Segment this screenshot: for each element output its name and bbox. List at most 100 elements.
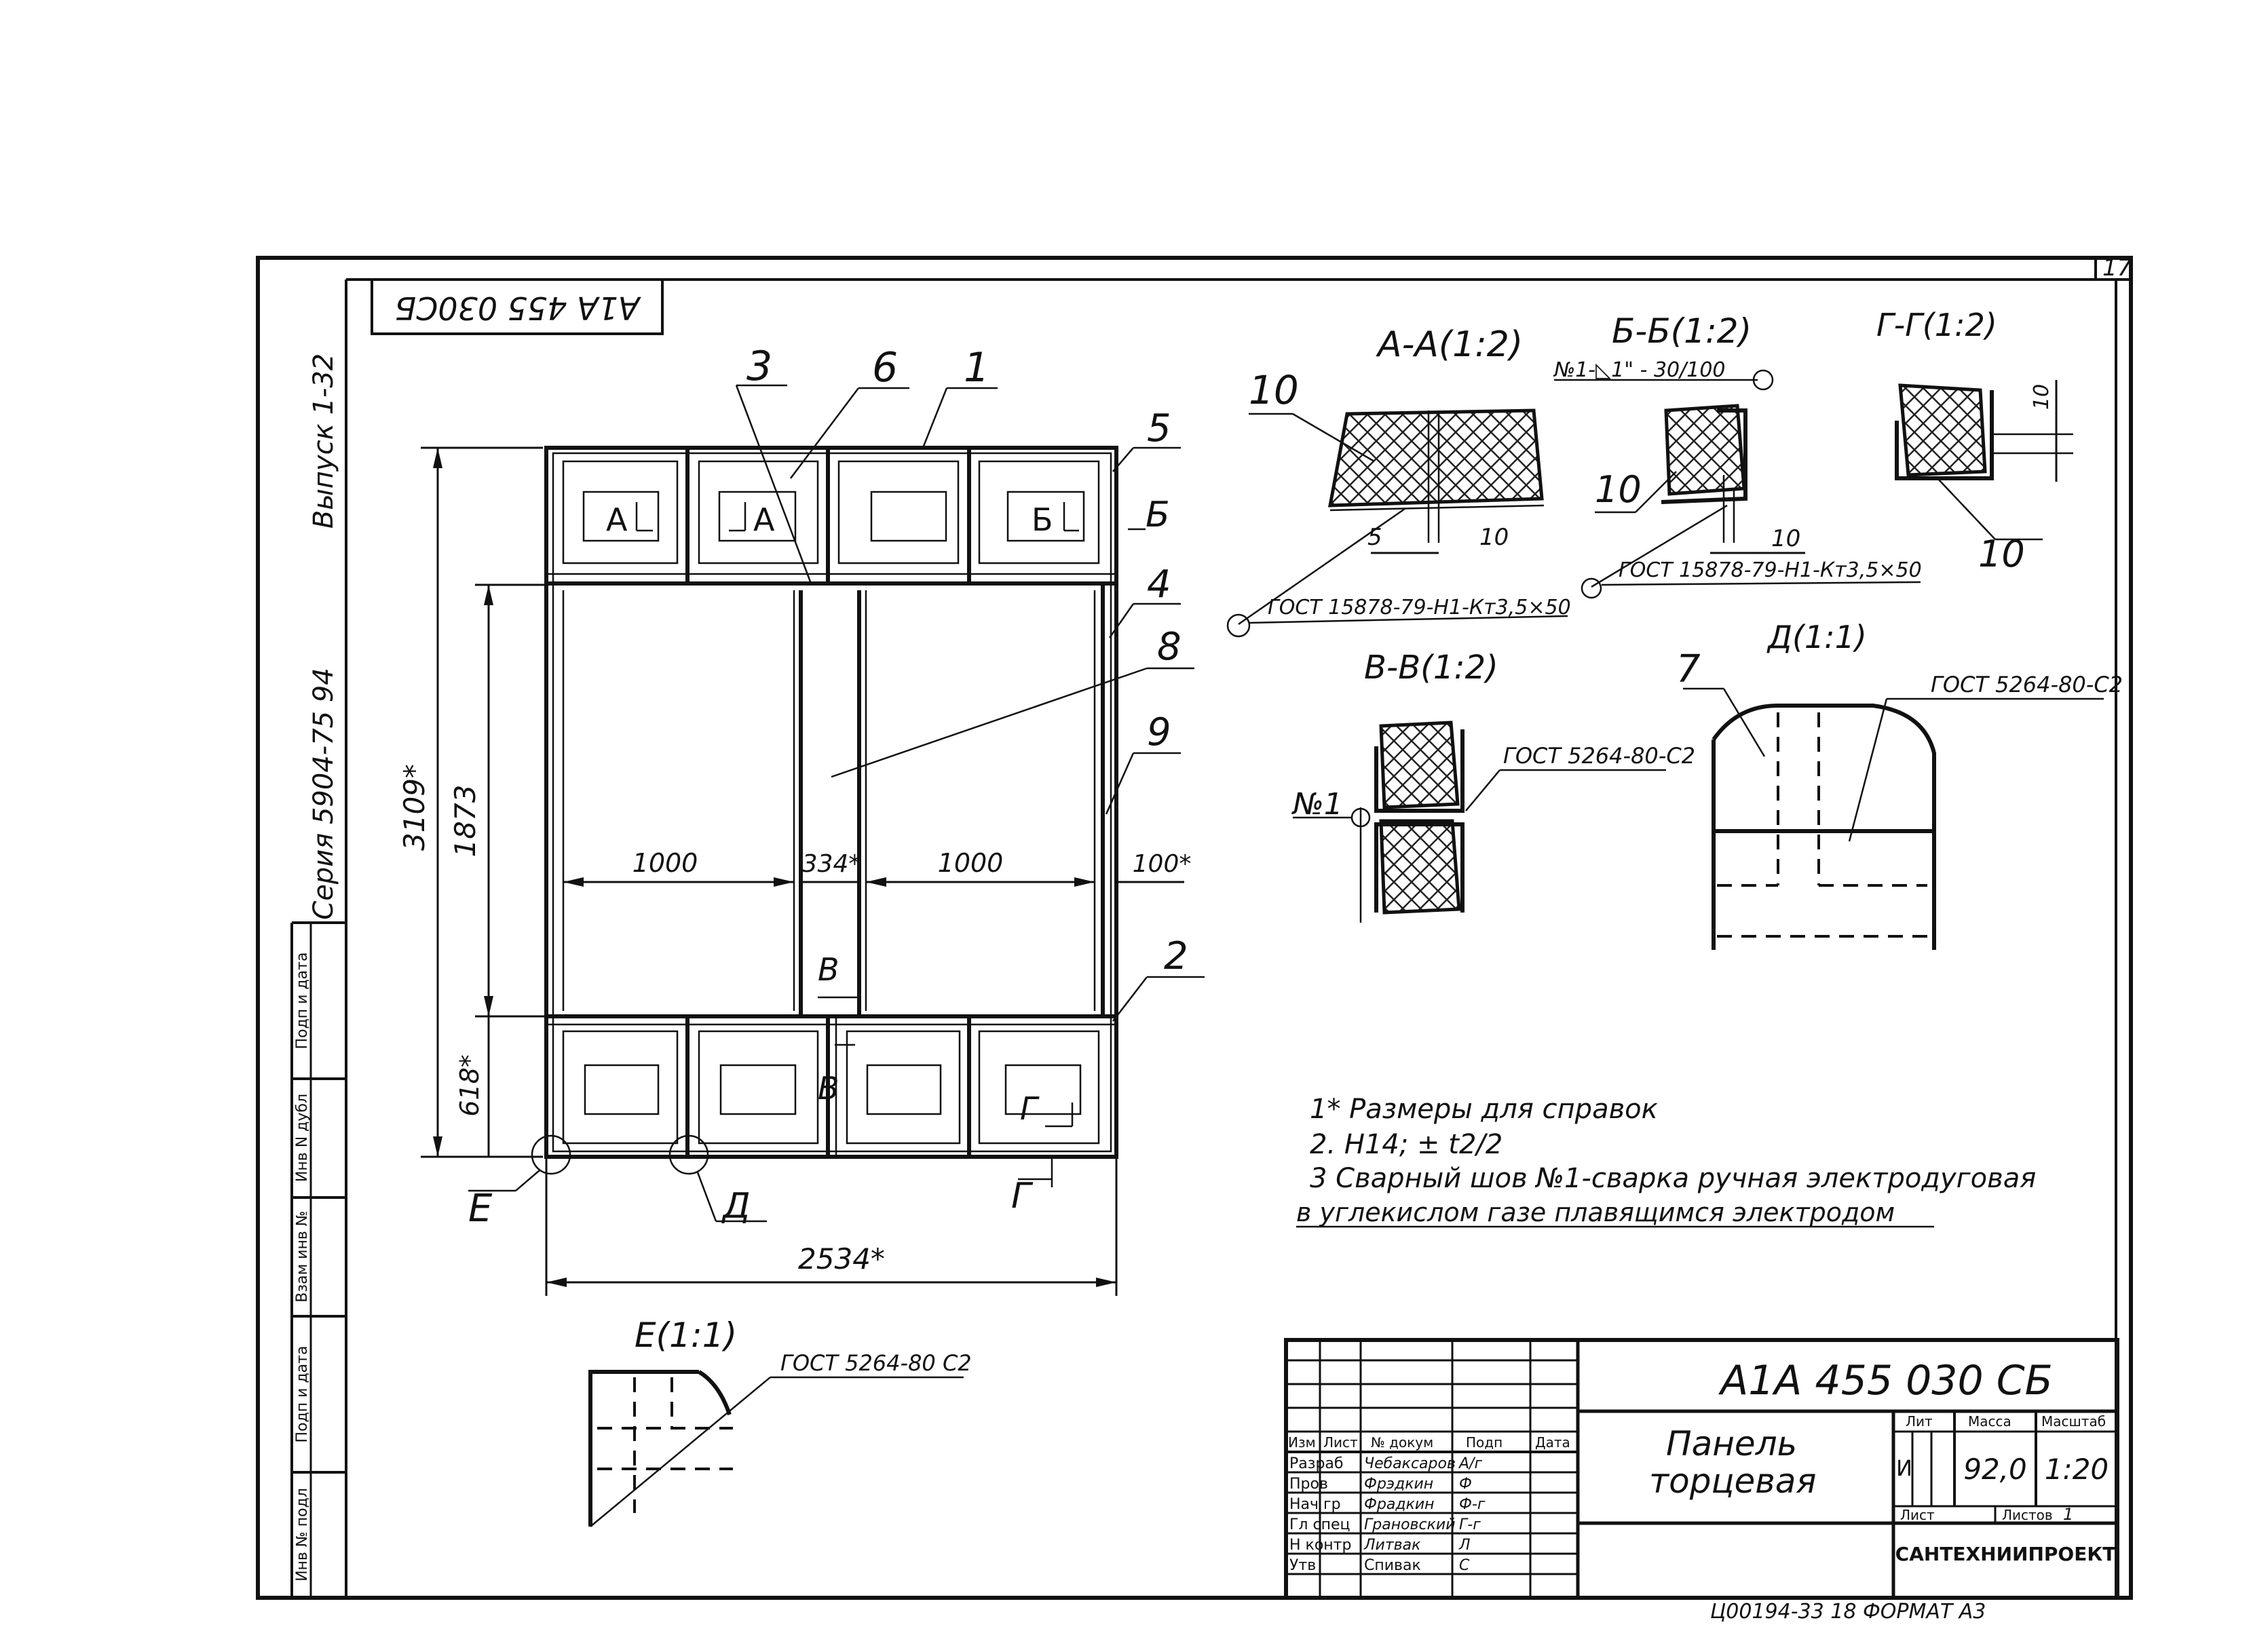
side-field-2: Подп и дата [294,1346,311,1443]
section-gg: Г-Г(1:2) 10 10 [1876,307,2073,575]
section-bb-item: 10 [1595,468,1642,511]
leader-1: 1 [964,344,989,391]
item-leaders: 3 6 1 5 4 8 9 2 [735,343,1205,1022]
tb-name-line1: Панель [1666,1424,1797,1463]
tb-sign-6: С [1459,1557,1470,1574]
section-aa-item: 10 [1249,367,1299,413]
tb-sign-5: Л [1458,1537,1471,1554]
tb-col-izm: Изм [1288,1434,1316,1451]
dim-height-total: 3109* [398,764,431,851]
rotated-code: А1А 455 030СБ [395,290,642,326]
rotated-code-box: А1А 455 030СБ [371,278,664,335]
tb-sign-2: Ф [1459,1476,1472,1493]
leader-4: 4 [1147,562,1171,607]
tb-role-6: Утв [1289,1557,1316,1574]
section-aa-note: ГОСТ 15878-79-Н1-Кт3,5×50 [1268,596,1571,619]
mark-d: Д [721,1186,751,1227]
tb-role-1: Разраб [1289,1455,1343,1472]
tb-lit-label: Лит [1906,1413,1933,1430]
detail-d-title: Д(1:1) [1766,619,1867,655]
mark-a-left: А [606,501,628,538]
leader-5: 5 [1147,406,1171,451]
section-vv: В-В(1:2) №1 ГОСТ 5264-80-С2 [1291,649,1695,923]
main-dimensions: 3109* 1873 618* 1000 334* 1000 100* 2534… [398,446,1192,1296]
tb-name-3: Фрадкин [1364,1496,1435,1513]
dim-width-left: 1000 [632,848,698,878]
dim-width-total: 2534* [798,1242,885,1276]
tb-col-doc: № докум [1371,1434,1433,1451]
section-bb-title: Б-Б(1:2) [1612,311,1752,351]
section-gg-item: 10 [1978,533,2025,575]
section-aa-dim1: 5 [1367,524,1382,551]
tb-sign-3: Ф-г [1459,1496,1486,1513]
dim-height-mid: 1873 [449,785,482,858]
section-bb-dim: 10 [1771,525,1800,552]
tb-name-2: Фрэдкин [1364,1476,1433,1493]
tb-col-date: Дата [1535,1434,1570,1451]
tb-name-line2: торцевая [1649,1461,1816,1501]
tb-sheet-label: Лист [1900,1507,1935,1523]
section-bb-weld: №1-◺1" - 30/100 [1553,358,1726,382]
tb-col-list: Лист [1323,1434,1358,1451]
series-label: Серия 5904-75 94 [308,668,339,919]
tb-name-6: Спивак [1364,1557,1421,1574]
tb-role-2: Пров [1289,1476,1328,1493]
side-field-3: Взам инв № [294,1210,311,1302]
tb-name-5: Литвак [1363,1537,1421,1554]
tb-org: САНТЕХНИИПРОЕКТ [1895,1543,2116,1565]
mark-v-bottom: В [818,1070,839,1107]
leader-8: 8 [1157,625,1182,669]
tb-scale-label: Масштаб [2041,1413,2106,1430]
tb-sign-4: Г-г [1459,1516,1481,1533]
leader-9: 9 [1147,710,1171,754]
tb-role-3: Нач гр [1289,1496,1341,1513]
tb-sheets-label: Листов [2002,1507,2053,1523]
mark-a-right: А [753,501,775,538]
tb-name-4: Грановский [1364,1516,1456,1533]
sheet-frame: 17 [256,254,2133,1600]
note-4: в углекислом газе плавящимся электродом [1296,1197,1895,1227]
section-gg-title: Г-Г(1:2) [1876,307,1997,343]
section-bb-note: ГОСТ 15878-79-Н1-Кт3,5×50 [1619,558,1922,582]
mark-g-outer: Г [1011,1176,1034,1216]
tb-scale-value: 1:20 [2045,1453,2109,1486]
detail-e: Е(1:1) ГОСТ 5264-80 С2 [588,1316,972,1527]
mark-b-outer: Б [1146,495,1170,535]
tb-role-5: Н контр [1289,1537,1351,1554]
section-marks-main: А А Б Б В В Г Г Е Д [468,495,1170,1231]
detail-e-title: Е(1:1) [635,1316,737,1355]
side-field-5: Подп и дата [294,953,311,1050]
dim-width-edge: 100* [1133,850,1192,878]
detail-d-note: ГОСТ 5264-80-С2 [1931,672,2123,697]
section-aa-title: А-А(1:2) [1376,324,1523,365]
mark-e: Е [468,1187,493,1231]
section-vv-title: В-В(1:2) [1364,649,1498,687]
tb-col-sign: Подп [1466,1434,1502,1451]
note-2: 2. Н14; ± t2/2 [1310,1129,1502,1160]
section-gg-dim: 10 [2030,384,2054,410]
bottom-code: Ц00194-33 18 ФОРМАТ А3 [1710,1600,1986,1624]
issue-label: Выпуск 1-32 [308,353,339,529]
tb-lit-value: И [1896,1455,1912,1481]
note-3: 3 Сварный шов №1-сварка ручная электроду… [1310,1163,2036,1194]
leader-3: 3 [746,343,772,390]
dim-width-mid: 334* [802,850,861,878]
tb-mass-label: Масса [1968,1413,2011,1430]
leader-6: 6 [872,344,898,391]
detail-d-item: 7 [1676,647,1701,691]
section-aa: А-А(1:2) 10 5 10 ГОСТ 15878-79-Н1-Кт3,5×… [1226,324,1571,638]
tb-role-4: Гл спец [1289,1516,1350,1533]
tb-mass-value: 92,0 [1963,1453,2027,1486]
mark-g-cassette: Г [1020,1090,1040,1127]
dim-width-right: 1000 [938,848,1004,878]
section-vv-note: ГОСТ 5264-80-С2 [1503,743,1695,769]
tb-sign-1: А/г [1458,1455,1482,1472]
side-field-4: Инв N дубл [294,1094,311,1182]
section-aa-dim2: 10 [1479,524,1509,551]
note-1: 1* Размеры для справок [1310,1094,1658,1125]
side-field-1: Инв № подл [294,1488,311,1582]
left-stamp-strip: Подп и дата Инв N дубл Взам инв № Подп и… [290,353,346,1598]
mark-b-cassette: Б [1032,501,1053,538]
leader-2: 2 [1164,934,1188,978]
